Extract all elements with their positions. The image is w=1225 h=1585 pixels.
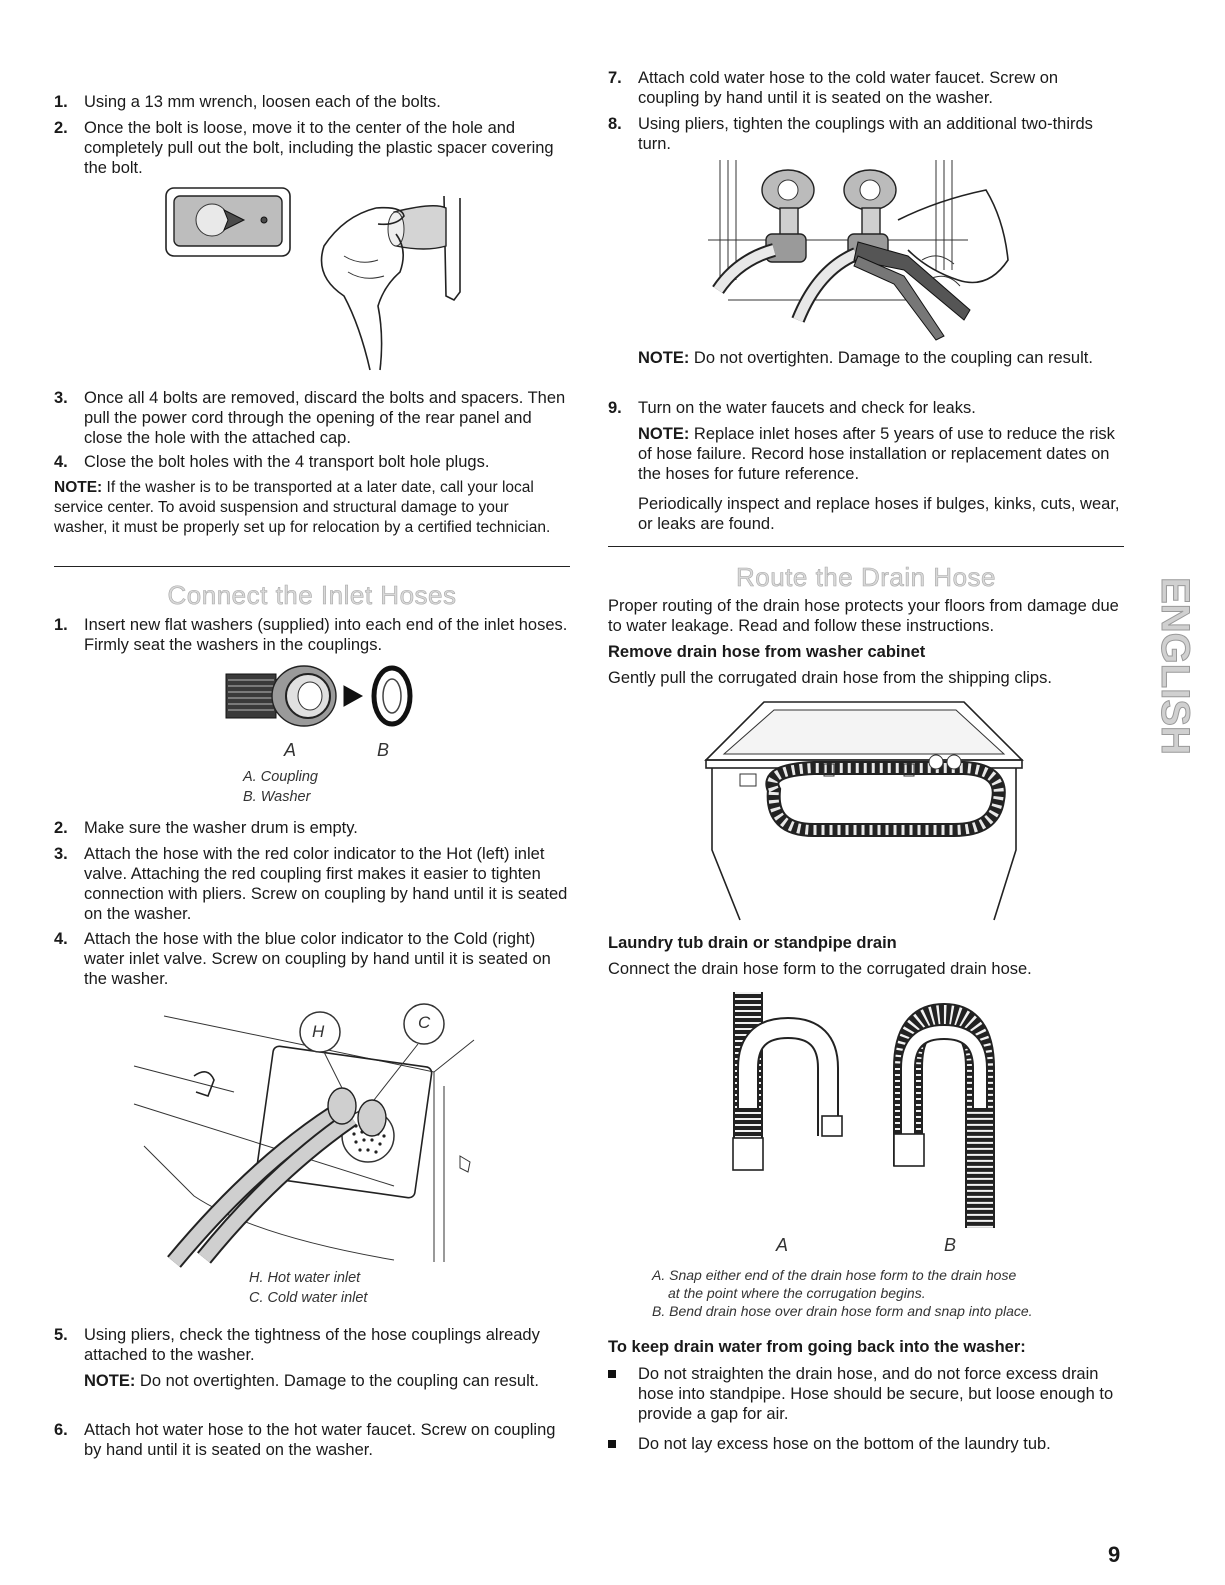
coupling-washer-illustration [225, 665, 413, 727]
step-number: 6. [54, 1421, 68, 1439]
step-inlet-9: 9. Turn on the water faucets and check f… [608, 398, 1118, 418]
section-heading-inlet-hoses: Connect the Inlet Hoses [167, 580, 457, 611]
drain-caption-b: B. Bend drain hose over drain hose form … [652, 1303, 1033, 1319]
bullet-text: Do not lay excess hose on the bottom of … [638, 1435, 1051, 1453]
step-text: Attach cold water hose to the cold water… [638, 69, 1059, 107]
laundry-tub-text: Connect the drain hose form to the corru… [608, 960, 1032, 978]
step-text: Once the bolt is loose, move it to the c… [84, 119, 554, 177]
remove-drain-hose-text: Gently pull the corrugated drain hose fr… [608, 669, 1052, 687]
note-label: NOTE: [638, 349, 690, 367]
inlet-valves-illustration [133, 1003, 475, 1268]
overtighten-note-right: NOTE: Do not overtighten. Damage to the … [638, 348, 1108, 368]
section-heading-drain-hose: Route the Drain Hose [735, 562, 997, 593]
step-number: 8. [608, 115, 622, 133]
bullet-text: Do not straighten the drain hose, and do… [638, 1365, 1114, 1423]
step-inlet-7: 7. Attach cold water hose to the cold wa… [608, 68, 1118, 108]
bullet-item-2: Do not lay excess hose on the bottom of … [608, 1434, 1118, 1454]
step-number: 4. [54, 930, 68, 948]
bullet-square-icon [608, 1370, 616, 1378]
step-remove-bolts-4: 4. Close the bolt holes with the 4 trans… [54, 452, 570, 472]
language-tab-text: ENGLISH [1153, 577, 1197, 755]
note-label: NOTE: [84, 1372, 136, 1390]
step-inlet-5: 5. Using pliers, check the tightness of … [54, 1325, 570, 1365]
language-tab-graphic: ENGLISH [1153, 577, 1198, 756]
step-remove-bolts-1: 1. Using a 13 mm wrench, loosen each of … [54, 92, 570, 112]
step-text: Using pliers, check the tightness of the… [84, 1326, 540, 1364]
step-number: 4. [54, 453, 68, 471]
subheading-prevent-backflow: To keep drain water from going back into… [608, 1338, 1026, 1356]
step-text: Insert new flat washers (supplied) into … [84, 616, 568, 654]
drain-caption-a: A. Snap either end of the drain hose for… [652, 1267, 1017, 1283]
washer-cabinet-drain-hose-illustration [704, 701, 1024, 921]
note-label: NOTE: [54, 479, 103, 496]
overtighten-note-left: NOTE: Do not overtighten. Damage to the … [84, 1371, 554, 1391]
step-remove-bolts-2: 2. Once the bolt is loose, move it to th… [54, 118, 570, 178]
drain-hose-form-illustration [732, 992, 995, 1228]
inlet-caption-h: H. Hot water inlet [249, 1270, 361, 1286]
bullet-item-1: Do not straighten the drain hose, and do… [608, 1364, 1118, 1424]
language-side-tab: ENGLISH [1152, 566, 1198, 766]
note-label: NOTE: [638, 425, 690, 443]
step-text: Attach hot water hose to the hot water f… [84, 1421, 556, 1459]
step-number: 2. [54, 819, 68, 837]
note-text: Do not overtighten. Damage to the coupli… [689, 349, 1093, 367]
drain-label-b: B [944, 1235, 957, 1255]
bolt-removal-illustration [165, 187, 461, 371]
step-inlet-3: 3. Attach the hose with the red color in… [54, 844, 570, 924]
faucets-pliers-illustration [708, 160, 1009, 341]
inlet-caption-c: C. Cold water inlet [249, 1290, 368, 1306]
note-text: If the washer is to be transported at a … [54, 479, 551, 536]
page-number: 9 [1108, 1542, 1121, 1567]
step-number: 7. [608, 69, 622, 87]
step-inlet-6: 6. Attach hot water hose to the hot wate… [54, 1420, 570, 1460]
step-number: 5. [54, 1326, 68, 1344]
note-text: Do not overtighten. Damage to the coupli… [135, 1372, 539, 1390]
step-inlet-8: 8. Using pliers, tighten the couplings w… [608, 114, 1118, 154]
subheading-laundry-tub: Laundry tub drain or standpipe drain [608, 934, 897, 952]
subheading-remove-drain-hose: Remove drain hose from washer cabinet [608, 643, 926, 661]
step-text: Attach the hose with the red color indic… [84, 845, 568, 923]
section-divider [608, 546, 1124, 547]
step-remove-bolts-3: 3. Once all 4 bolts are removed, discard… [54, 388, 570, 448]
coupling-label-b: B [377, 740, 390, 760]
periodic-inspection-text: Periodically inspect and replace hoses i… [638, 495, 1120, 533]
step-inlet-2: 2. Make sure the washer drum is empty. [54, 818, 570, 838]
step-inlet-1: 1. Insert new flat washers (supplied) in… [54, 615, 570, 655]
drain-caption-a-cont: at the point where the corrugation begin… [668, 1285, 926, 1301]
step-text: Using pliers, tighten the couplings with… [638, 115, 1093, 153]
step-text: Turn on the water faucets and check for … [638, 399, 976, 417]
drain-label-a: A [776, 1235, 789, 1255]
step-text: Close the bolt holes with the 4 transpor… [84, 453, 490, 471]
step-text: Make sure the washer drum is empty. [84, 819, 358, 837]
inlet-label-h: H [312, 1022, 325, 1041]
step-inlet-4: 4. Attach the hose with the blue color i… [54, 929, 570, 989]
step-number: 3. [54, 389, 68, 407]
step-text: Using a 13 mm wrench, loosen each of the… [84, 93, 441, 111]
step-text: Once all 4 bolts are removed, discard th… [84, 389, 566, 447]
inlet-label-c: C [418, 1013, 431, 1032]
coupling-label-a: A [284, 740, 297, 760]
step-number: 2. [54, 119, 68, 137]
coupling-caption-b: B. Washer [243, 789, 311, 805]
drain-intro-text: Proper routing of the drain hose protect… [608, 597, 1119, 635]
step-text: Attach the hose with the blue color indi… [84, 930, 551, 988]
bullet-square-icon [608, 1440, 616, 1448]
coupling-caption-a: A. Coupling [243, 769, 318, 785]
step-number: 1. [54, 616, 68, 634]
step-number: 1. [54, 93, 68, 111]
section-divider [54, 566, 570, 567]
step-number: 9. [608, 399, 622, 417]
replace-hoses-note: NOTE: Replace inlet hoses after 5 years … [638, 424, 1128, 484]
note-text: Replace inlet hoses after 5 years of use… [638, 425, 1115, 483]
transport-note: NOTE: If the washer is to be transported… [54, 478, 564, 538]
step-number: 3. [54, 845, 68, 863]
